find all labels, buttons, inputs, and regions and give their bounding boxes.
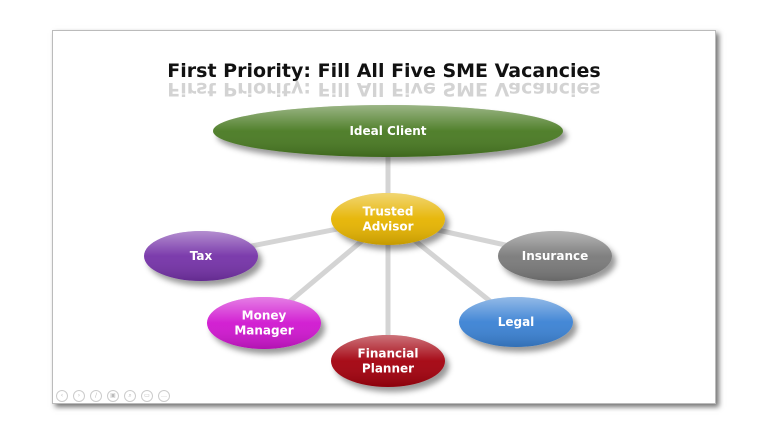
next-icon[interactable]: › bbox=[73, 390, 85, 402]
node-legal: Legal bbox=[459, 297, 573, 347]
node-insurance-label: Insurance bbox=[522, 249, 589, 263]
node-ideal-client: Ideal Client bbox=[213, 105, 563, 157]
zoom-icon[interactable]: ⌕ bbox=[124, 390, 136, 402]
node-insurance: Insurance bbox=[498, 231, 612, 281]
screen-icon[interactable]: ▭ bbox=[141, 390, 153, 402]
node-money-manager-gloss bbox=[207, 297, 321, 349]
node-money-manager-label: Manager bbox=[234, 324, 293, 338]
slide-title: First Priority: Fill All Five SME Vacanc… bbox=[167, 60, 601, 82]
node-ideal-client-label: Ideal Client bbox=[349, 124, 426, 138]
node-financial-planner-label: Financial bbox=[358, 347, 419, 361]
node-legal-gloss bbox=[459, 297, 573, 347]
more-icon[interactable]: … bbox=[158, 390, 170, 402]
node-ideal-client-gloss bbox=[213, 105, 563, 157]
node-financial-planner-gloss bbox=[331, 335, 445, 387]
node-insurance-gloss bbox=[498, 231, 612, 281]
node-trusted-advisor-label: Advisor bbox=[362, 220, 413, 234]
node-tax-label: Tax bbox=[190, 249, 213, 263]
node-financial-planner-label: Planner bbox=[362, 362, 414, 376]
previous-icon[interactable]: ‹ bbox=[56, 390, 68, 402]
node-tax: Tax bbox=[144, 231, 258, 281]
slideshow-controls: ‹ › / ▣ ⌕ ▭ … bbox=[56, 390, 170, 402]
node-legal-label: Legal bbox=[498, 315, 535, 329]
pen-icon[interactable]: / bbox=[90, 390, 102, 402]
slides-icon[interactable]: ▣ bbox=[107, 390, 119, 402]
node-trusted-advisor-label: Trusted bbox=[363, 205, 414, 219]
node-trusted-advisor-gloss bbox=[331, 193, 445, 245]
node-tax-gloss bbox=[144, 231, 258, 281]
node-money-manager-label: Money bbox=[242, 309, 287, 323]
